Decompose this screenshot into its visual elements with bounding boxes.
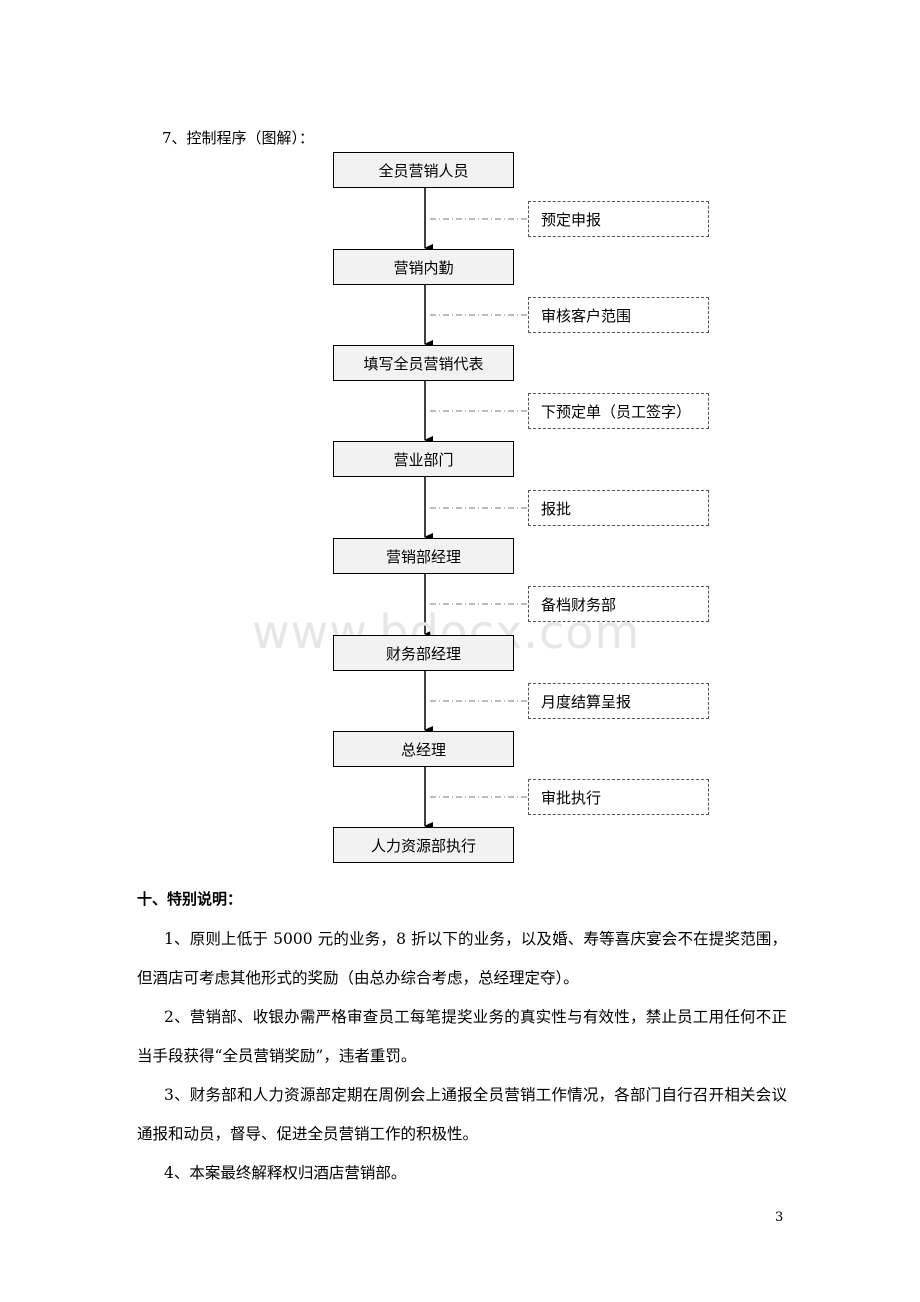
- paragraph-1: 1、原则上低于 5000 元的业务，8 折以下的业务，以及婚、寿等喜庆宴会不在提…: [137, 930, 787, 987]
- flow-step-7: 总经理: [333, 731, 514, 767]
- section-title: 十、特别说明：: [137, 890, 243, 908]
- flow-connectors: [424, 188, 528, 830]
- paragraph-4: 4、本案最终解释权归酒店营销部。: [164, 1164, 407, 1182]
- flow-note-6: 月度结算呈报: [528, 683, 709, 719]
- flow-note-5: 备档财务部: [528, 586, 709, 622]
- flow-step-4: 营业部门: [333, 441, 514, 477]
- flow-note-4: 报批: [528, 490, 709, 526]
- flow-note-1: 预定申报: [528, 201, 709, 237]
- flow-step-5: 营销部经理: [333, 538, 514, 574]
- paragraph-3: 3、财务部和人力资源部定期在周例会上通报全员营销工作情况，各部门自行召开相关会议…: [137, 1086, 787, 1143]
- page-number: 3: [775, 1210, 784, 1225]
- paragraph-2: 2、营销部、收银办需严格审查员工每笔提奖业务的真实性与有效性，禁止员工用任何不正…: [137, 1008, 787, 1065]
- flow-heading: 7、控制程序（图解）：: [162, 129, 315, 147]
- flow-note-3: 下预定单（员工签字）: [528, 393, 709, 429]
- flow-step-2: 营销内勤: [333, 249, 514, 285]
- flow-note-2: 审核客户范围: [528, 297, 709, 333]
- flow-note-7: 审批执行: [528, 779, 709, 815]
- flow-step-8: 人力资源部执行: [333, 827, 514, 863]
- flow-step-6: 财务部经理: [333, 635, 514, 671]
- flow-step-3: 填写全员营销代表: [333, 345, 514, 381]
- flow-step-1: 全员营销人员: [333, 152, 514, 188]
